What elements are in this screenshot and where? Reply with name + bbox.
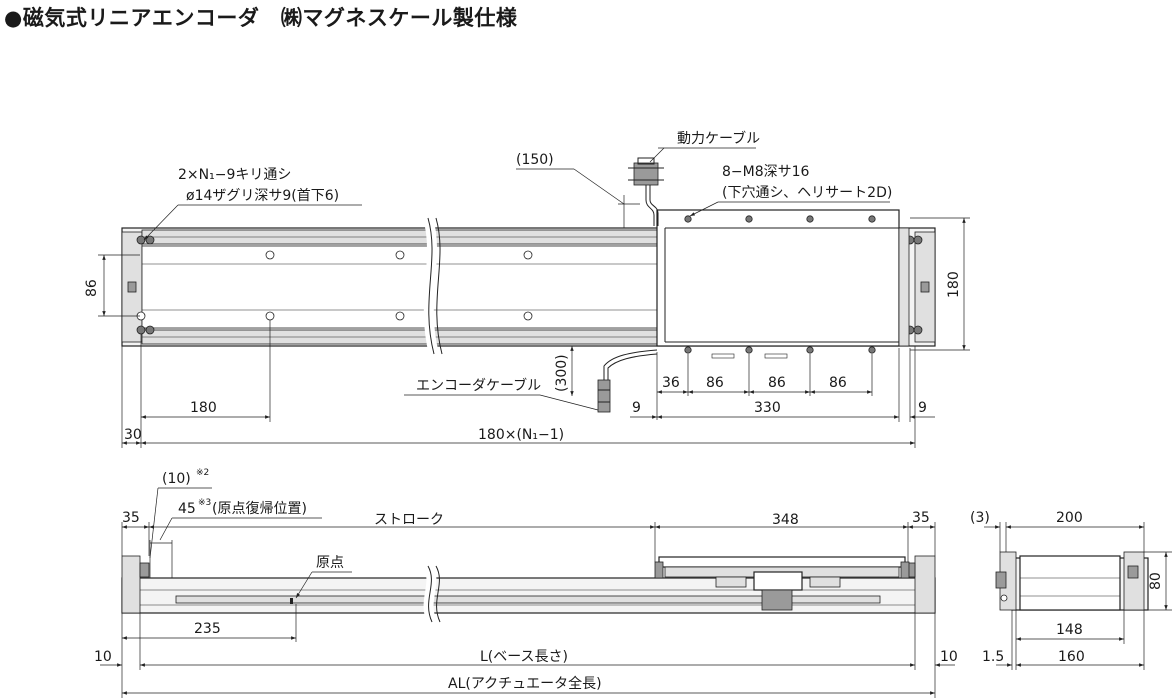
carriage-tap (868, 215, 876, 223)
base-hole (395, 311, 405, 321)
carriage-tap (806, 215, 814, 223)
dim-300: (300) (554, 354, 570, 392)
base-hole (913, 325, 923, 335)
dim-80: 80 (1148, 572, 1164, 590)
dim-160: 160 (1058, 649, 1085, 665)
dim-10-left: 10 (94, 649, 112, 665)
dim-86-a: 86 (706, 375, 724, 391)
side-end-left (121, 555, 141, 614)
encoder-connector (597, 379, 611, 413)
power-cable-label: 動力ケーブル (677, 130, 760, 147)
dim-35-right: 35 (912, 510, 930, 526)
dim-180-bottom: 180 (190, 400, 217, 416)
actuator-length-label: AL(アクチュエータ全長) (448, 675, 602, 692)
power-connector (633, 162, 659, 186)
note-2-mark: ※2 (196, 468, 209, 478)
page-title: ●磁気式リニアエンコーダ ㈱マグネスケール製仕様 (4, 2, 517, 32)
end-stopper (920, 281, 930, 293)
carriage-tap (868, 346, 876, 354)
dim-86-left: 86 (84, 279, 100, 297)
dim-35-left: 35 (122, 510, 140, 526)
dim-3: (3) (970, 510, 990, 526)
carriage-tap-note-1: 8−M8深サ16 (722, 164, 810, 180)
dim-200: 200 (1056, 510, 1083, 526)
dim-30: 30 (124, 427, 142, 443)
dim-86-c: 86 (829, 375, 847, 391)
base-hole (136, 235, 146, 245)
carriage-tap (684, 346, 692, 354)
carriage-tap (684, 215, 692, 223)
carriage (656, 209, 900, 347)
base-hole (395, 250, 405, 260)
encoder-reader (761, 589, 793, 611)
encoder-cable-label: エンコーダケーブル (416, 377, 541, 394)
scale-strip (175, 595, 881, 604)
dim-10-right: 10 (940, 649, 958, 665)
end-sensor (995, 571, 1007, 589)
break-mark (423, 216, 439, 356)
tap-note-1: 2×N₁−9キリ通シ (178, 167, 291, 183)
base-hole (523, 311, 533, 321)
stroke-label: ストローク (374, 512, 444, 528)
carriage-tap (745, 346, 753, 354)
carriage-tap (745, 215, 753, 223)
dim-9-left: 9 (632, 400, 641, 416)
encoder-cable (603, 349, 658, 382)
dim-36: 36 (662, 375, 680, 391)
dim-348: 348 (772, 512, 799, 528)
dim-148: 148 (1056, 622, 1083, 638)
side-carriage-top (658, 556, 906, 568)
dim-180-right: 180 (946, 271, 962, 298)
base-hole (145, 325, 155, 335)
tap-note-2: ø14ザグリ深サ9(首下6) (186, 188, 339, 204)
dim-9-right: 9 (918, 400, 927, 416)
dim-150: (150) (516, 152, 554, 168)
base-hole (136, 325, 146, 335)
carriage-tap (806, 346, 814, 354)
base-hole (265, 250, 275, 260)
side-view: 原点 (10) ※2 45 ※3 (原点復帰位置) 35 ストローク 348 3… (94, 468, 958, 698)
origin-label: 原点 (316, 555, 344, 571)
power-cable (645, 185, 655, 226)
dim-86-b: 86 (768, 375, 786, 391)
base-hole (523, 250, 533, 260)
end-right-rail (1123, 551, 1145, 611)
carriage-tap-note-2: (下穴通シ、ヘリサート2D) (722, 185, 892, 201)
encoder-head (753, 571, 803, 591)
side-end-right (914, 555, 936, 614)
dim-330: 330 (754, 400, 781, 416)
side-break-mark (427, 565, 433, 623)
end-stopper (127, 281, 137, 293)
dim-pitch: 180×(N₁−1) (478, 427, 564, 443)
top-view: 2×N₁−9キリ通シ ø14ザグリ深サ9(首下6) 動力ケーブル 8−M8深サ1… (84, 130, 970, 448)
end-carriage (1019, 555, 1121, 611)
origin-return-label: (原点復帰位置) (212, 500, 307, 517)
dim-45: 45 (178, 501, 196, 517)
end-view: (3) 200 80 148 1.5 160 (970, 510, 1172, 670)
note-3-mark: ※3 (198, 498, 211, 508)
dim-10-note: (10) (162, 471, 191, 487)
title-text: ●磁気式リニアエンコーダ ㈱マグネスケール製仕様 (4, 6, 518, 30)
dim-235: 235 (194, 621, 221, 637)
dim-1-5: 1.5 (982, 649, 1004, 665)
carriage-end (898, 227, 910, 347)
base-hole (913, 235, 923, 245)
base-hole (265, 311, 275, 321)
base-length-label: L(ベース長さ) (480, 649, 568, 665)
stopper (139, 562, 150, 578)
